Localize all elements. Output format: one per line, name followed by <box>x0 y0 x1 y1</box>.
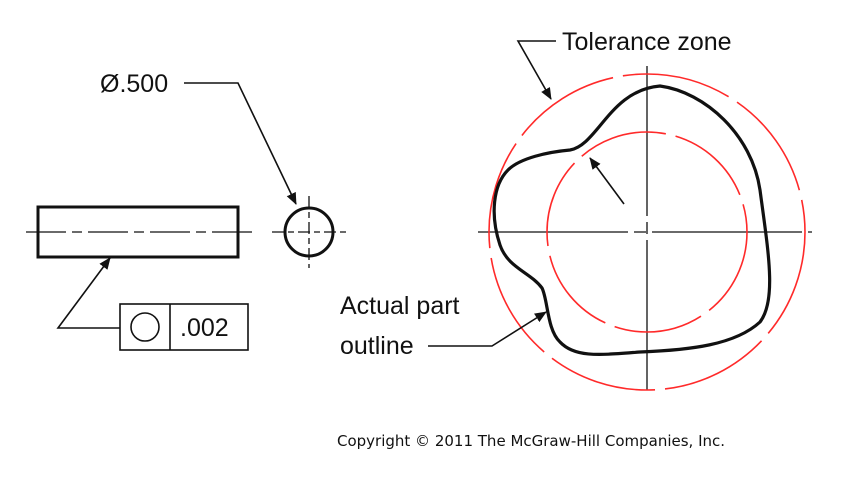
tolerance-zone-view <box>478 66 812 396</box>
pin-side-view <box>26 205 252 259</box>
copyright-notice: Copyright © 2011 The McGraw-Hill Compani… <box>337 432 725 450</box>
feature-control-frame: .002 <box>119 303 249 351</box>
frame-border <box>119 303 249 351</box>
tolerance-zone-label: Tolerance zone <box>562 28 732 56</box>
diameter-leader <box>184 82 297 205</box>
actual-part-label-line2: outline <box>340 332 414 360</box>
actual-part-label-line1: Actual part <box>340 292 460 320</box>
diameter-callout: Ø.500 <box>100 70 168 98</box>
pin-end-circle <box>283 206 335 258</box>
actual-part-leader <box>428 311 547 347</box>
radial-arrow <box>589 157 625 205</box>
tolerance-zone-leader <box>516 40 556 100</box>
pin-rectangle <box>36 205 240 259</box>
circularity-symbol-icon <box>130 312 160 342</box>
frame-tolerance-value: .002 <box>180 314 229 342</box>
outer-tolerance-circle <box>488 73 806 391</box>
actual-part-outline <box>492 84 772 356</box>
inner-tolerance-circle <box>546 131 748 333</box>
frame-leader <box>56 257 120 329</box>
pin-end-view <box>272 196 346 268</box>
